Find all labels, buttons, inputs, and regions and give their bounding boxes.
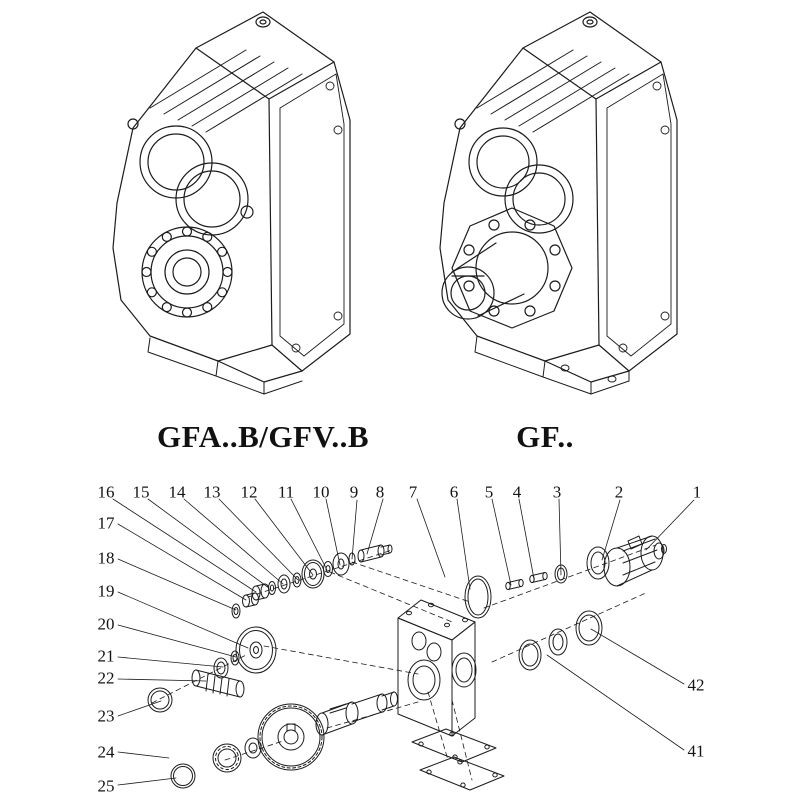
callout-13: 13 (203, 482, 221, 502)
callout-25: 25 (97, 776, 115, 796)
cooling-ribs (149, 49, 303, 133)
output-shaft-parts (170, 691, 398, 789)
callout-17: 17 (97, 513, 115, 533)
callout-41: 41 (687, 741, 705, 761)
input-adapter-parts (464, 535, 667, 671)
input-shaft-parts (251, 544, 393, 601)
intermediate-shaft-parts (147, 592, 277, 713)
cover-plates (411, 728, 505, 791)
output-bearing (141, 226, 233, 318)
callout-3: 3 (552, 482, 562, 502)
callout-11: 11 (277, 482, 295, 502)
gearbox-left-drawing (112, 11, 351, 395)
leader-lines (112, 498, 695, 786)
callout-21: 21 (97, 646, 115, 666)
callout-15: 15 (132, 482, 150, 502)
output-shaft (441, 242, 525, 320)
callout-5: 5 (484, 482, 494, 502)
callout-24: 24 (97, 742, 115, 762)
callout-42: 42 (687, 675, 705, 695)
callout-20: 20 (97, 614, 115, 634)
filler-plug (582, 16, 598, 28)
callout-2: 2 (614, 482, 624, 502)
callout-7: 7 (408, 482, 418, 502)
filler-plug (255, 16, 271, 28)
base-feet (474, 335, 630, 395)
exploded-view (112, 498, 695, 791)
housing (397, 599, 477, 737)
side-panel (279, 73, 345, 357)
input-bores (454, 118, 574, 234)
callout-9: 9 (349, 482, 359, 502)
callout-12: 12 (240, 482, 258, 502)
side-panel (606, 73, 672, 357)
callout-14: 14 (168, 482, 186, 502)
base-feet (147, 337, 303, 395)
gearbox-right-drawing (439, 11, 678, 395)
callout-10: 10 (312, 482, 330, 502)
callout-23: 23 (97, 706, 115, 726)
callout-6: 6 (449, 482, 459, 502)
model-label-right: GF.. (516, 419, 574, 454)
callout-8: 8 (375, 482, 385, 502)
housing-silhouette (112, 11, 351, 383)
callout-1: 1 (692, 482, 702, 502)
callout-16: 16 (97, 482, 115, 502)
model-label-left: GFA..B/GFV..B (156, 419, 370, 454)
housing-silhouette (439, 11, 678, 383)
output-flange (451, 207, 573, 329)
callout-18: 18 (97, 548, 115, 568)
motor (603, 535, 667, 587)
input-bores (127, 118, 254, 236)
assembly-axes (151, 544, 657, 781)
callout-19: 19 (97, 581, 115, 601)
cooling-ribs (476, 49, 630, 133)
callout-4: 4 (512, 482, 522, 502)
callout-22: 22 (97, 668, 115, 688)
